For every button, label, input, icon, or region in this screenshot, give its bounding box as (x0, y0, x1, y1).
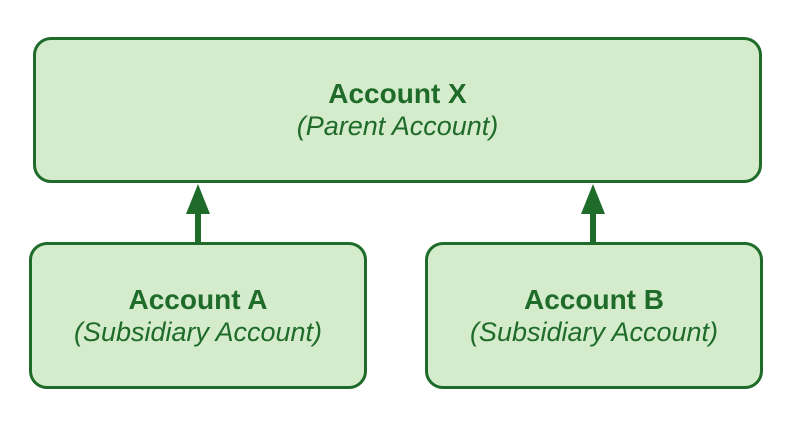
arrow-a-head (186, 184, 210, 214)
parent-account-box: Account X (Parent Account) (33, 37, 762, 183)
subsidiary-account-a-subtitle: (Subsidiary Account) (73, 316, 323, 347)
subsidiary-account-b-subtitle: (Subsidiary Account) (469, 316, 719, 347)
parent-account-subtitle: (Parent Account) (296, 111, 499, 141)
arrow-b-to-parent (581, 184, 605, 242)
arrow-b-head (581, 184, 605, 214)
arrow-a-to-parent (186, 184, 210, 242)
subsidiary-account-b-title: Account B (524, 283, 664, 315)
subsidiary-account-a-title: Account A (128, 283, 268, 315)
parent-account-title: Account X (328, 78, 467, 109)
subsidiary-account-a-box: Account A (Subsidiary Account) (29, 242, 367, 389)
subsidiary-account-b-box: Account B (Subsidiary Account) (425, 242, 763, 389)
